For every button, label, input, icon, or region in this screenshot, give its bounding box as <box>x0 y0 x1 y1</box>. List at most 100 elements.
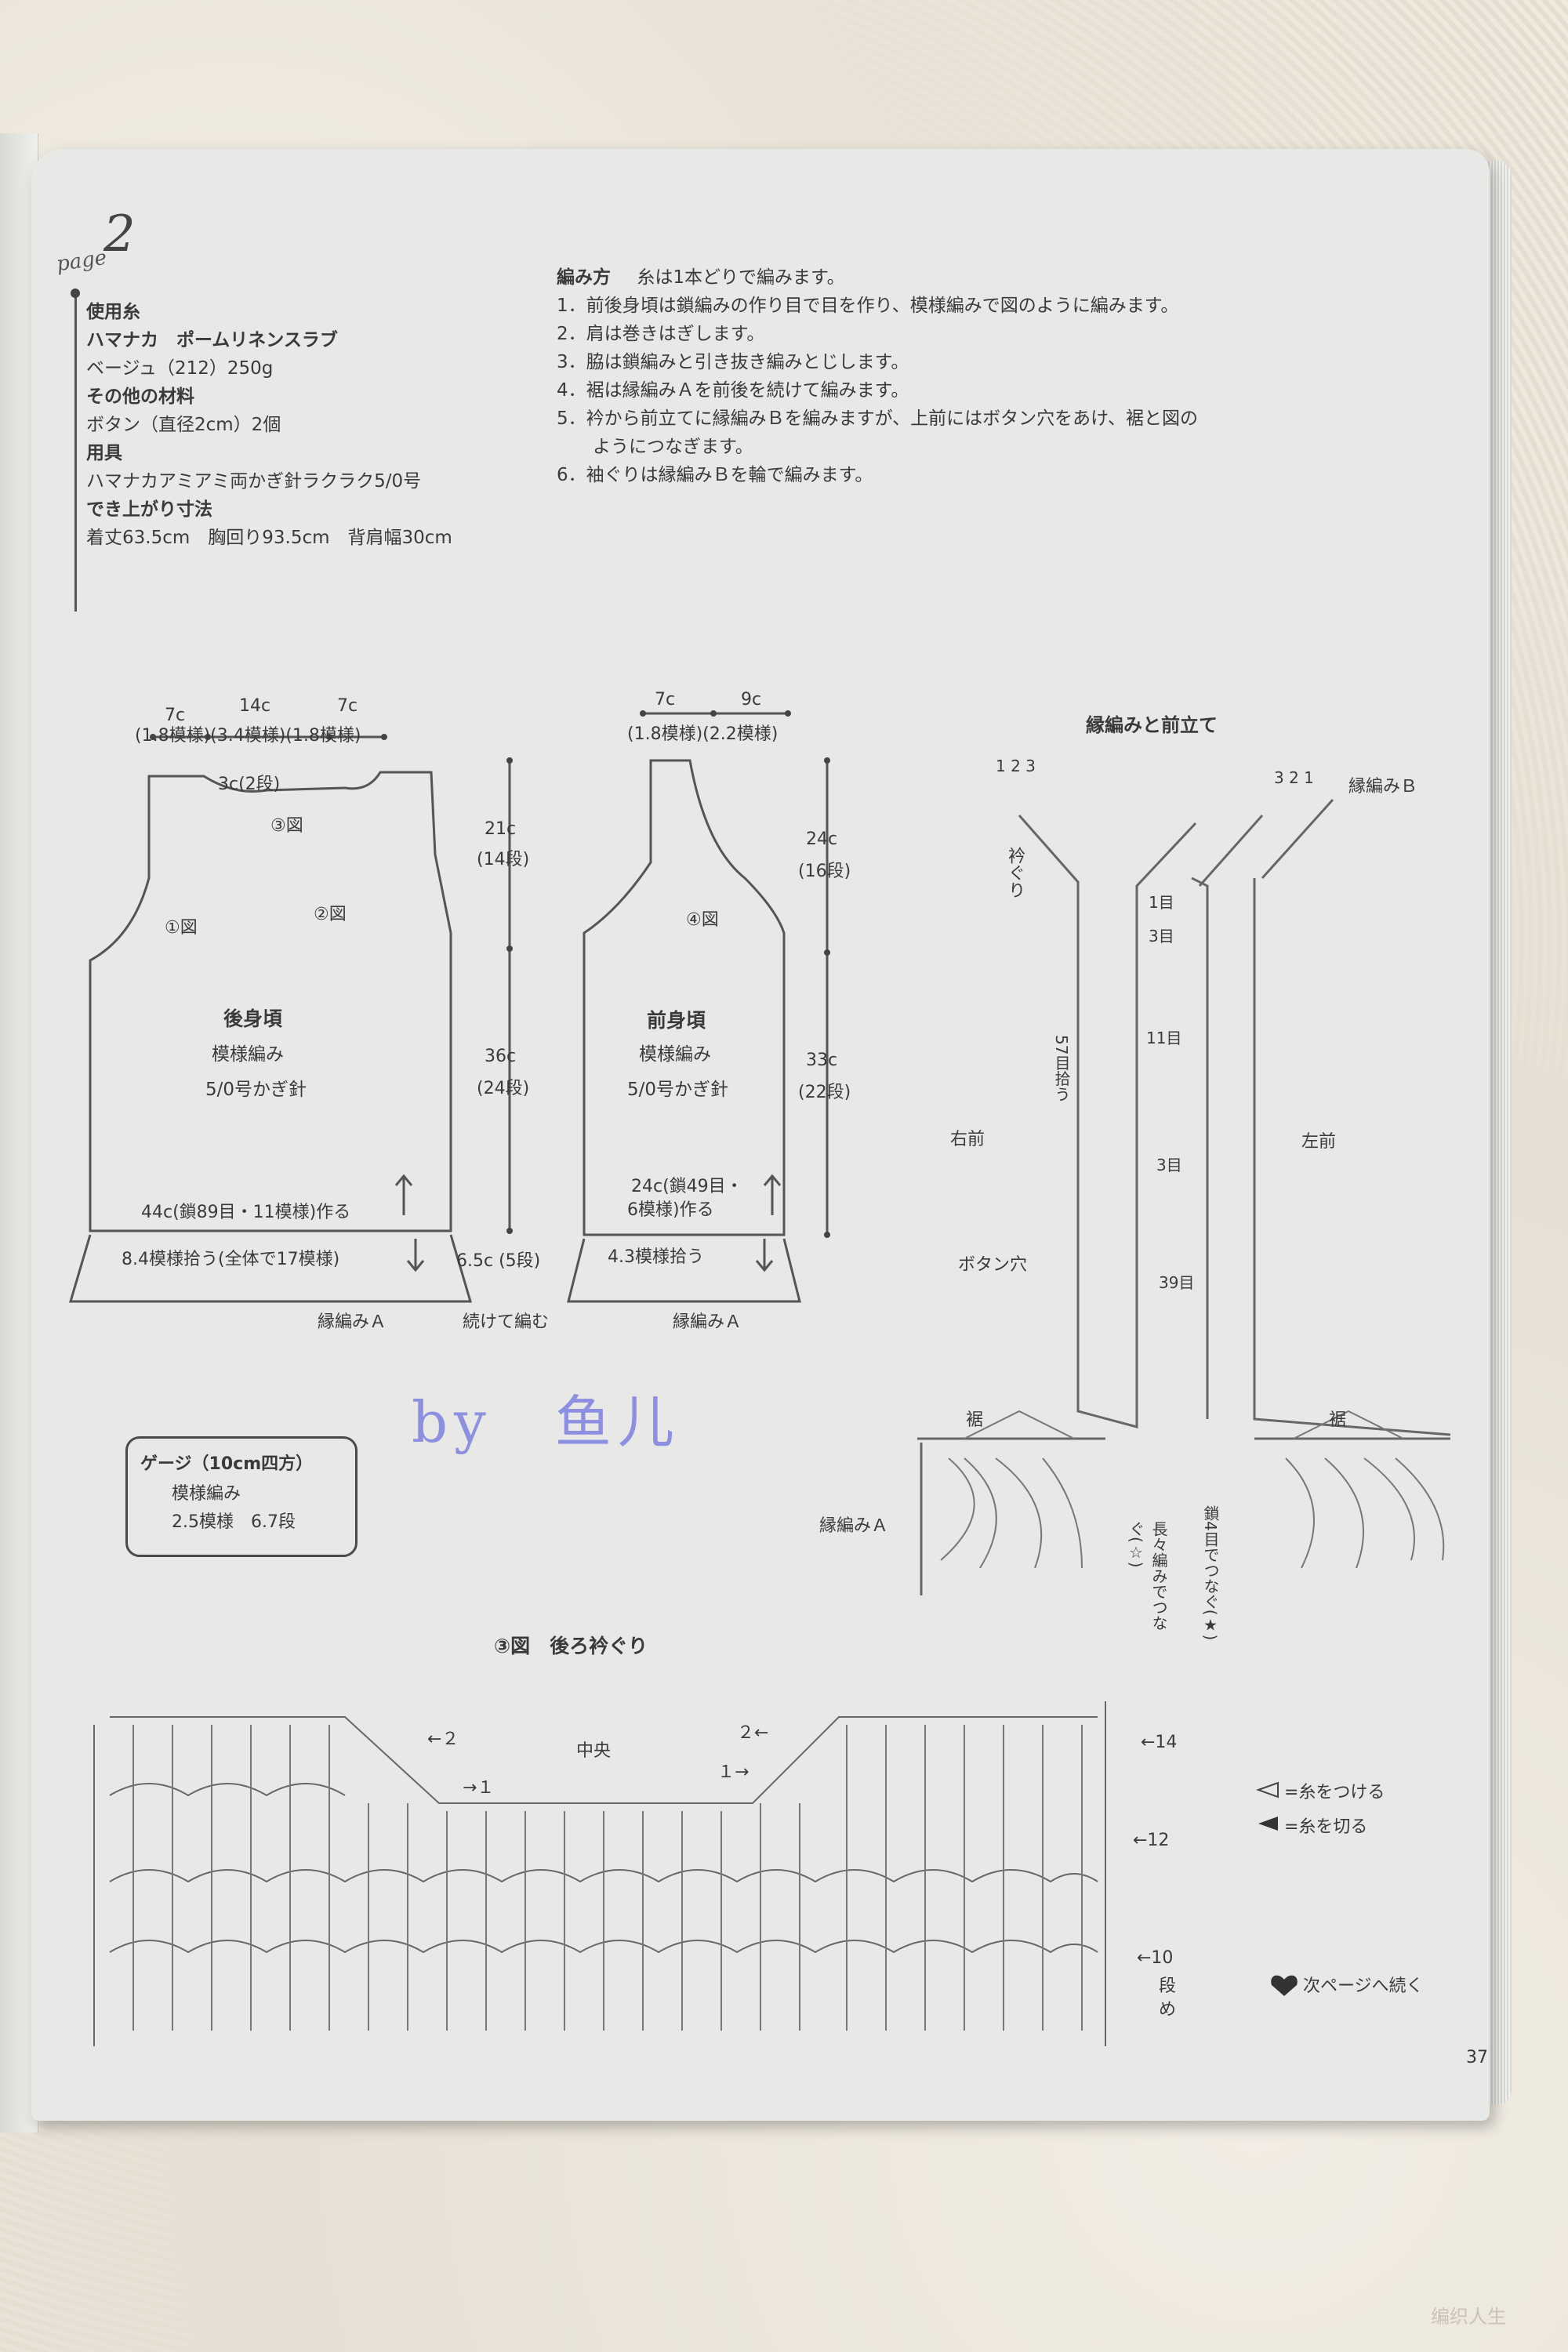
neck-row-10: ←10 <box>1137 1948 1174 1968</box>
instruction-step: 6．袖ぐりは縁編みＢを輪で編みます。 <box>557 465 873 485</box>
row-1: 1目 <box>1149 893 1174 912</box>
back-pickup: 8.4模様拾う(全体で17模様) <box>122 1250 340 1269</box>
size-detail: 着丈63.5cm 胸回り93.5cm 背肩幅30cm <box>86 528 452 548</box>
back-top-sub: (1.8模様)(3.4模様)(1.8模様) <box>135 726 361 746</box>
hem-right-label: 裾 <box>1329 1410 1347 1430</box>
neck-arrow-2a: ←２ <box>427 1730 459 1749</box>
other-heading: その他の材料 <box>86 387 194 407</box>
tools-detail: ハマナカアミアミ両かぎ針ラクラク5/0号 <box>86 471 422 492</box>
neck-row-10-suffix: め <box>1159 2000 1177 2020</box>
front-dim-upper: 24c <box>806 829 838 849</box>
back-top-14c: 14c <box>239 696 271 716</box>
materials-block: 使用糸 ハマナカ ポームリネンスラブ ベージュ（212）250g その他の材料 … <box>86 298 452 552</box>
front-dim-lower: 33c <box>806 1051 838 1070</box>
header-rule <box>74 290 77 612</box>
front-body-outline <box>583 759 786 1236</box>
back-dim-lower-rows: (24段) <box>477 1079 530 1098</box>
continue-label: 続けて編む <box>463 1312 550 1332</box>
gauge-line1: 模様編み <box>172 1484 241 1504</box>
legend-attach: =糸をつける <box>1284 1783 1385 1802</box>
instructions-block: 編み方 糸は1本どりで編みます。 1．前後身頃は鎖編みの作り目で目を作り、模様編… <box>557 263 1198 489</box>
left-front-band <box>1191 877 1451 1436</box>
row-11: 11目 <box>1146 1029 1182 1047</box>
instruction-step: 3．脇は鎖編みと引き抜き編みとじします。 <box>557 352 909 372</box>
back-dim-upper-rows: (14段) <box>477 850 530 869</box>
right-front-band <box>1018 815 1197 1428</box>
hem-dim: 6.5c (5段) <box>456 1251 541 1271</box>
back-dim-upper: 21c <box>485 819 517 839</box>
legend-continued: 次ページへ続く <box>1303 1976 1424 1996</box>
hem-left-label: 裾 <box>966 1410 984 1430</box>
armhole-label: 衿ぐり <box>1005 847 1025 898</box>
book-page <box>31 149 1490 2121</box>
back-neck-rows: (2段) <box>238 775 281 794</box>
gauge-box: ゲージ（10cm四方） 模様編み 2.5模様 6.7段 <box>125 1436 358 1557</box>
yarn-detail: ベージュ（212）250g <box>86 358 274 379</box>
back-neck-3c-value: 3c <box>218 775 239 794</box>
instruction-step: 4．裾は縁編みＡを前後を続けて編みます。 <box>557 380 909 401</box>
row-3a: 3目 <box>1149 927 1174 946</box>
neck-center: 中央 <box>576 1741 612 1761</box>
neck-arrow-1a: →１ <box>463 1778 495 1798</box>
front-top-sub: (1.8模様)(2.2模様) <box>627 724 779 744</box>
neck-arrow-2b: ２← <box>737 1723 769 1743</box>
neck-row-12: ←12 <box>1133 1831 1170 1850</box>
instruction-step: 1．前後身頃は鎖編みの作り目で目を作り、模様編みで図のように編みます。 <box>557 296 1179 316</box>
front-hem-band <box>567 1238 801 1303</box>
tools-heading: 用具 <box>86 443 122 463</box>
neck-chart-title: ③図 後ろ衿ぐり <box>494 1635 648 1657</box>
right-row-nums: 3 2 1 <box>1274 768 1314 787</box>
instruction-step: ようにつなぎます。 <box>557 437 753 457</box>
long-stitch-note: 長々編みでつなぐ(☆) <box>1127 1521 1168 1631</box>
handwritten-watermark: by 鱼儿 <box>412 1389 681 1455</box>
edge-a-right-label: 縁編みＡ <box>673 1312 742 1332</box>
back-body-name: 後身頃 <box>223 1007 283 1030</box>
chain-join-note: 鎖4目でつなぐ(★) <box>1201 1505 1220 1641</box>
front-top-9c: 9c <box>741 690 762 710</box>
row-57: 57目拾う <box>1052 1035 1071 1102</box>
back-dim-lower: 36c <box>485 1047 517 1066</box>
edge-a-label: 縁編みＡ <box>819 1516 889 1536</box>
front-base-2: 6模様)作る <box>627 1200 714 1220</box>
front-body-name: 前身頃 <box>647 1009 706 1032</box>
edge-a-left-label: 縁編みＡ <box>318 1312 387 1332</box>
instruction-step: 5．衿から前立てに縁編みＢを編みますが、上前にはボタン穴をあけ、裾と図の <box>557 408 1199 429</box>
fig2-label: ②図 <box>314 905 347 924</box>
left-row-nums: 1 2 3 <box>996 757 1036 775</box>
instructions-heading-row: 編み方 糸は1本どりで編みます。 <box>557 263 1198 292</box>
back-body-stitch: 模様編み <box>212 1044 284 1065</box>
back-top-7c-left: 7c <box>165 706 186 725</box>
front-pickup: 4.3模様拾う <box>608 1247 704 1267</box>
front-body-stitch: 模様編み <box>639 1044 711 1065</box>
edging-title: 縁編みと前立て <box>1086 714 1218 736</box>
front-body-hook: 5/0号かぎ針 <box>627 1080 729 1100</box>
header-dot <box>71 289 80 298</box>
other-detail: ボタン（直径2cm）2個 <box>86 415 281 435</box>
legend-cut: =糸を切る <box>1284 1817 1368 1837</box>
yarn-heading: 使用糸 <box>86 302 140 322</box>
site-watermark: 编织人生 <box>1431 2306 1506 2328</box>
back-neck-3c: 3c(2段) <box>218 770 280 795</box>
fig1-label: ①図 <box>165 918 198 938</box>
row-39: 39目 <box>1159 1273 1195 1292</box>
cut-yarn-marker <box>1258 1817 1278 1831</box>
size-heading: でき上がり寸法 <box>86 499 212 520</box>
edge-b-label: 縁編みＢ <box>1348 777 1418 797</box>
page-number: 37 <box>1466 2048 1488 2067</box>
gauge-title: ゲージ（10cm四方） <box>140 1454 314 1474</box>
instructions-intro: 糸は1本どりで編みます。 <box>637 267 845 288</box>
left-front-label: 左前 <box>1301 1132 1337 1152</box>
row-3b: 3目 <box>1156 1156 1182 1174</box>
back-body-outline <box>89 771 452 1232</box>
buttonhole-label: ボタン穴 <box>958 1255 1028 1275</box>
neck-arrow-1b: １→ <box>717 1762 750 1782</box>
right-front-label: 右前 <box>950 1130 985 1149</box>
back-base-chain: 44c(鎖89目・11模様)作る <box>141 1203 351 1222</box>
front-dim-lower-rows: (22段) <box>798 1083 851 1102</box>
instructions-heading: 編み方 <box>557 267 611 288</box>
back-top-7c-right: 7c <box>337 696 358 716</box>
back-hem-band <box>68 1234 473 1303</box>
back-body-hook: 5/0号かぎ針 <box>205 1080 307 1100</box>
neck-row-14: ←14 <box>1141 1733 1178 1752</box>
